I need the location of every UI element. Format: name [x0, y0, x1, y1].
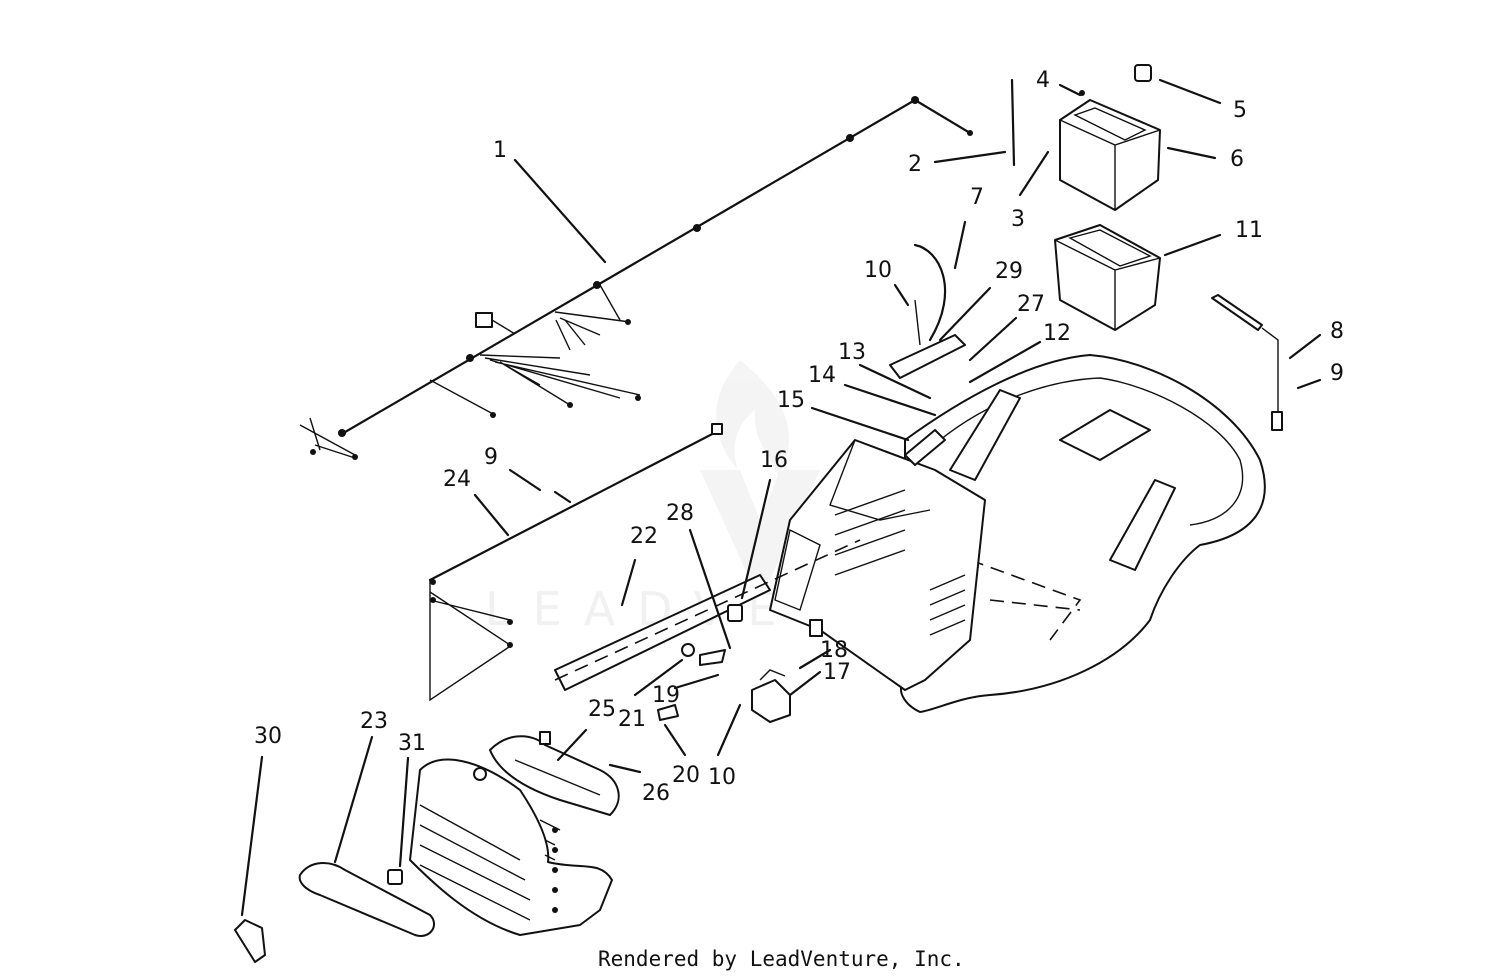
callout-9-left: 9 [484, 445, 498, 470]
callout-28: 28 [666, 501, 694, 526]
seat-switch [727, 604, 743, 622]
dash-panel [769, 429, 986, 691]
callout-21: 21 [618, 707, 646, 732]
watermark-flame-icon [716, 360, 790, 475]
callout-30: 30 [254, 724, 282, 749]
callout-12: 12 [1043, 321, 1071, 346]
footer-credit: Rendered by LeadVenture, Inc. [598, 947, 965, 971]
callout-labels: 1 2 3 4 5 6 7 8 9 9 10 10 11 12 13 14 15… [254, 68, 1344, 806]
part-drawings [234, 64, 1283, 963]
callout-31: 31 [398, 731, 426, 756]
small-part-19 [699, 649, 726, 666]
callout-11: 11 [1235, 218, 1263, 243]
callout-6: 6 [1230, 147, 1244, 172]
callout-3: 3 [1011, 207, 1025, 232]
solenoid [751, 669, 791, 723]
ignition-bracket [889, 334, 966, 379]
tractor-body [900, 354, 1266, 713]
callout-19: 19 [652, 683, 680, 708]
callout-13: 13 [838, 340, 866, 365]
battery-cable [1010, 78, 1016, 167]
headlight-assembly [473, 731, 620, 816]
callout-24: 24 [443, 467, 471, 492]
callout-10-lower: 10 [708, 765, 736, 790]
callout-14: 14 [808, 363, 836, 388]
callout-4: 4 [1036, 68, 1050, 93]
lens [234, 919, 266, 963]
leader-lines [240, 78, 1322, 917]
grille-bezel [298, 862, 435, 937]
callout-7: 7 [970, 185, 984, 210]
callout-25: 25 [588, 697, 616, 722]
callout-2: 2 [908, 152, 922, 177]
callout-8: 8 [1330, 319, 1344, 344]
callout-29: 29 [995, 259, 1023, 284]
callout-20: 20 [672, 763, 700, 788]
small-part-20 [657, 704, 679, 721]
callout-17: 17 [823, 660, 851, 685]
callout-23: 23 [360, 709, 388, 734]
callout-16: 16 [760, 448, 788, 473]
callout-10-upper: 10 [864, 258, 892, 283]
callout-26: 26 [642, 781, 670, 806]
battery-tray [1054, 224, 1161, 331]
battery [1059, 64, 1161, 211]
wire-harness [299, 96, 973, 460]
hood [409, 758, 613, 936]
callout-15: 15 [777, 388, 805, 413]
battery-strap [1211, 294, 1283, 431]
clip [387, 869, 403, 885]
callout-1: 1 [493, 138, 507, 163]
callout-5: 5 [1233, 98, 1247, 123]
frame-rail [428, 423, 861, 702]
callout-18: 18 [820, 638, 848, 663]
callout-22: 22 [630, 524, 658, 549]
small-part-21 [681, 643, 695, 657]
callout-9-right: 9 [1330, 361, 1344, 386]
callout-27: 27 [1017, 292, 1045, 317]
